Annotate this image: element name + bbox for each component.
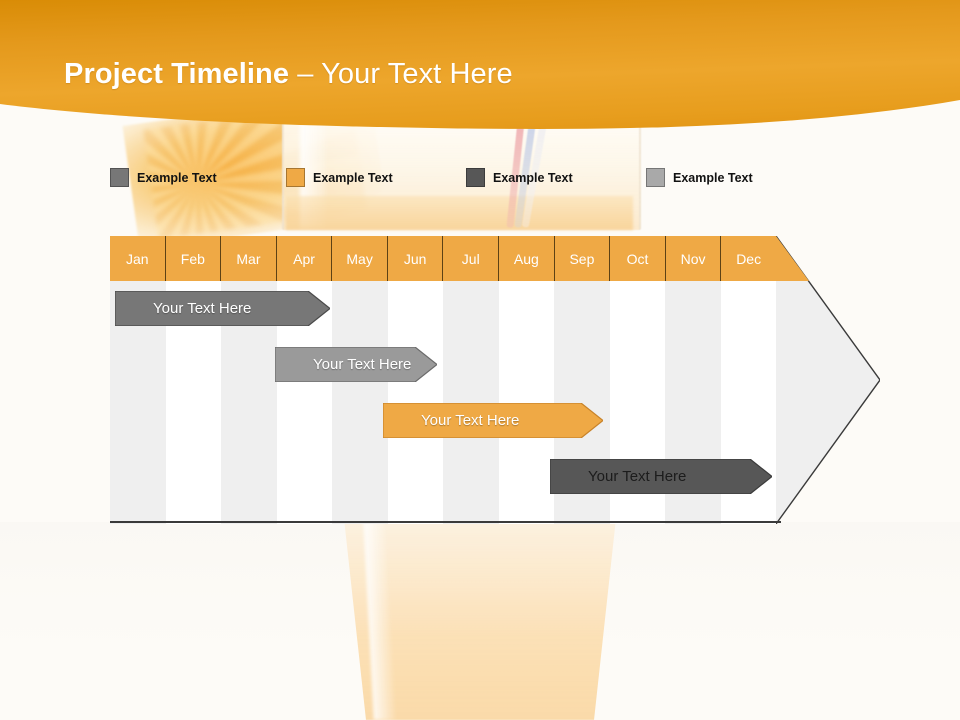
month-cell-jan[interactable]: Jan xyxy=(110,236,166,281)
page-title-bold: Project Timeline xyxy=(64,58,290,90)
month-cell-sep[interactable]: Sep xyxy=(555,236,611,281)
legend-swatch-3-icon xyxy=(466,168,485,187)
header-band-fill xyxy=(0,0,960,135)
legend-label-3: Example Text xyxy=(493,170,573,185)
chart-baseline xyxy=(110,521,781,523)
task-bar-1[interactable]: Your Text Here xyxy=(115,291,330,326)
month-cell-jun[interactable]: Jun xyxy=(388,236,444,281)
legend-item-3[interactable]: Example Text xyxy=(466,168,573,187)
page-title: Project Timeline – Your Text Here xyxy=(64,58,513,91)
page-title-rest: – Your Text Here xyxy=(289,58,513,90)
month-cell-nov[interactable]: Nov xyxy=(666,236,722,281)
month-cell-feb[interactable]: Feb xyxy=(166,236,222,281)
task-bar-shape-3 xyxy=(383,403,603,438)
legend-label-2: Example Text xyxy=(313,170,393,185)
task-bar-shape-2 xyxy=(275,347,437,382)
month-cell-may[interactable]: May xyxy=(332,236,388,281)
month-cell-aug[interactable]: Aug xyxy=(499,236,555,281)
task-bar-label-1: Your Text Here xyxy=(153,300,252,317)
task-bar-label-4: Your Text Here xyxy=(588,468,687,485)
month-cell-oct[interactable]: Oct xyxy=(610,236,666,281)
legend-swatch-4-icon xyxy=(646,168,665,187)
month-cell-jul[interactable]: Jul xyxy=(443,236,500,281)
legend: Example Text Example Text Example Text E… xyxy=(110,168,810,198)
juice-surface xyxy=(286,196,633,230)
month-header-arrow-tip xyxy=(776,236,809,281)
legend-swatch-1-icon xyxy=(110,168,129,187)
task-bar-shape-1 xyxy=(115,291,330,326)
legend-item-2[interactable]: Example Text xyxy=(286,168,393,187)
month-cell-apr[interactable]: Apr xyxy=(277,236,333,281)
task-bar-label-2: Your Text Here xyxy=(313,356,412,373)
month-cell-mar[interactable]: Mar xyxy=(221,236,277,281)
legend-item-1[interactable]: Example Text xyxy=(110,168,217,187)
task-bar-4[interactable]: Your Text Here xyxy=(550,459,772,494)
task-bar-shape-4 xyxy=(550,459,772,494)
month-cell-dec[interactable]: Dec xyxy=(736,250,762,267)
legend-label-4: Example Text xyxy=(673,170,753,185)
task-bar-label-3: Your Text Here xyxy=(421,412,520,429)
grid-column-may xyxy=(332,281,388,524)
task-bar-2[interactable]: Your Text Here xyxy=(275,347,437,382)
task-bar-3[interactable]: Your Text Here xyxy=(383,403,603,438)
header-band xyxy=(0,0,960,135)
legend-label-1: Example Text xyxy=(137,170,217,185)
legend-swatch-2-icon xyxy=(286,168,305,187)
legend-item-4[interactable]: Example Text xyxy=(646,168,753,187)
